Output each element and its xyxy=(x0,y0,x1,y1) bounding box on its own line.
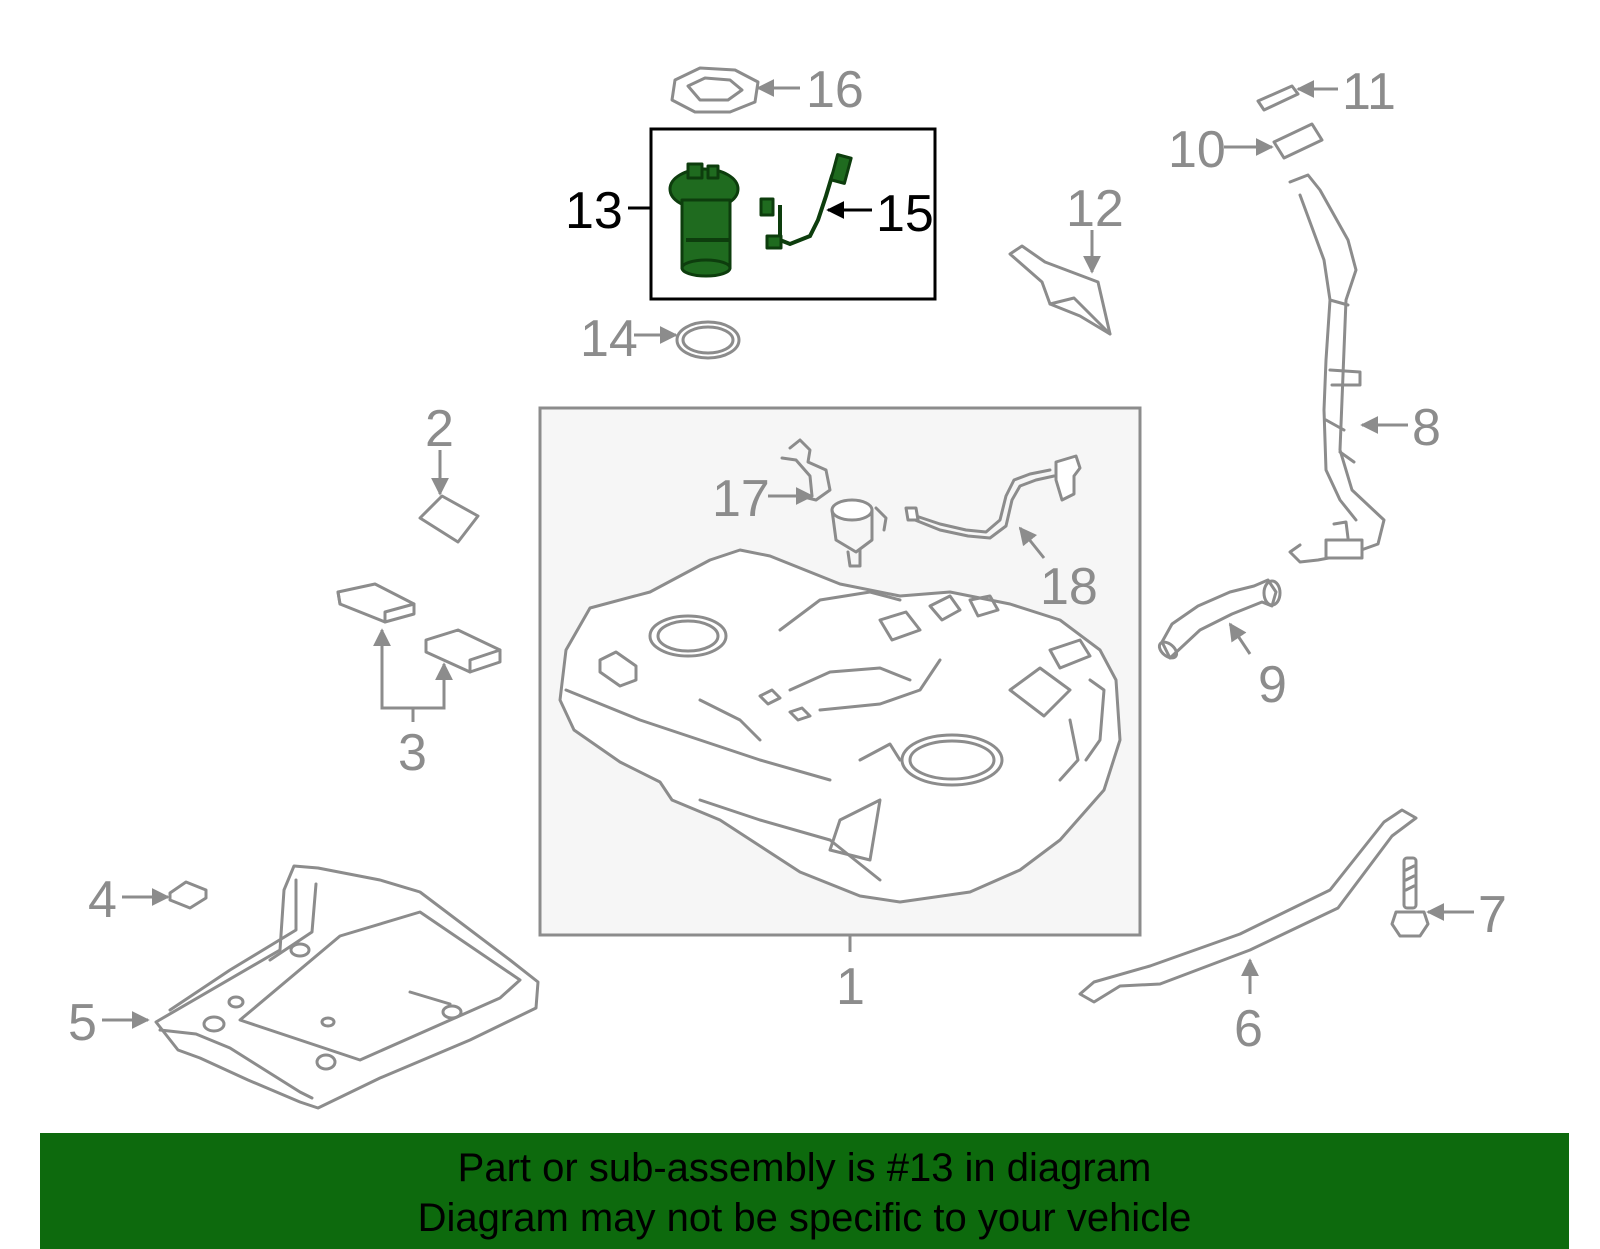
callout-9: 9 xyxy=(1258,656,1287,714)
part-11-label[interactable] xyxy=(1256,84,1300,112)
part-16-lock-ring[interactable] xyxy=(670,66,760,114)
part-10-label[interactable] xyxy=(1272,122,1324,160)
part-3-pad-a[interactable] xyxy=(336,582,416,624)
callout-15: 15 xyxy=(876,185,934,243)
part-12-bracket[interactable] xyxy=(1008,244,1112,336)
part-15-wiring-harness[interactable] xyxy=(759,153,853,250)
callout-17: 17 xyxy=(712,470,770,528)
part-6-tank-strap[interactable] xyxy=(1078,808,1418,1004)
callout-5: 5 xyxy=(68,994,97,1052)
part-5-heat-shield[interactable] xyxy=(154,864,540,1110)
part-2-pad[interactable] xyxy=(418,494,480,544)
parts-diagram: 16 13 15 14 12 11 10 xyxy=(68,61,1507,1110)
callout-14: 14 xyxy=(580,310,638,368)
callout-1: 1 xyxy=(836,958,865,1016)
callout-6: 6 xyxy=(1234,1000,1263,1058)
banner-line-1: Part or sub-assembly is #13 in diagram xyxy=(457,1146,1152,1190)
callout-12: 12 xyxy=(1066,180,1124,238)
callout-4: 4 xyxy=(88,871,117,929)
part-13-fuel-pump-module[interactable] xyxy=(668,162,740,278)
part-8-filler-pipe[interactable] xyxy=(1288,173,1386,564)
callout-3: 3 xyxy=(398,724,427,782)
part-7-bolt[interactable] xyxy=(1390,856,1430,938)
part-3-pad-b[interactable] xyxy=(424,628,502,674)
callout-10: 10 xyxy=(1168,121,1226,179)
part-4-clip[interactable] xyxy=(168,880,208,910)
callout-11: 11 xyxy=(1342,63,1396,121)
part-9-hose[interactable] xyxy=(1156,578,1282,661)
callout-8: 8 xyxy=(1412,399,1441,457)
callout-16: 16 xyxy=(806,61,864,119)
banner-line-2: Diagram may not be specific to your vehi… xyxy=(417,1196,1192,1240)
part-14-gasket[interactable] xyxy=(675,320,741,360)
part-1-fuel-tank[interactable] xyxy=(558,548,1122,904)
part-18-wiring-harness[interactable] xyxy=(904,454,1082,540)
callout-13: 13 xyxy=(565,182,623,240)
part-17-fuel-pump[interactable] xyxy=(780,438,888,568)
callout-2: 2 xyxy=(425,400,454,458)
callout-7: 7 xyxy=(1478,886,1507,944)
callout-18: 18 xyxy=(1040,558,1098,616)
notice-banner: Part or sub-assembly is #13 in diagram D… xyxy=(40,1133,1569,1249)
